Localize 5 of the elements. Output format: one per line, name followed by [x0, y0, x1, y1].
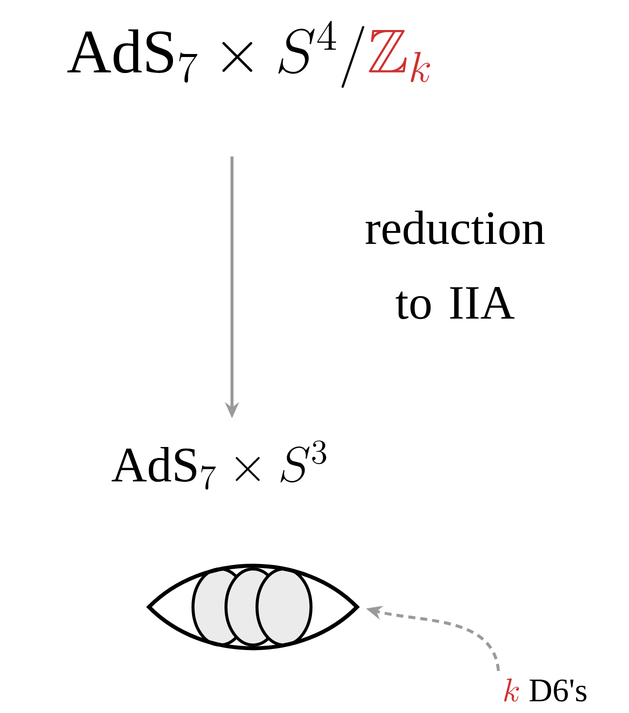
- lens-drawing: [147, 564, 359, 650]
- annotation-label: $k$ D6's: [504, 678, 586, 702]
- formula: $\mathrm{AdS}_7\times S^4/$ $\mathbb{Z}_k$: [67, 20, 430, 88]
- edge-label: reduction to IIA: [366, 210, 545, 320]
- formula: $\mathrm{AdS}_7\times S^3$: [112, 440, 326, 490]
